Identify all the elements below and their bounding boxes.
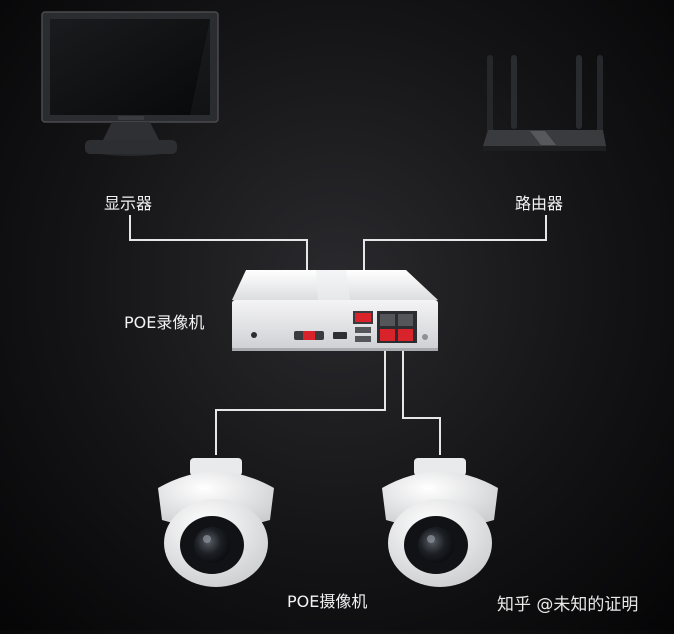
monitor-label: 显示器: [104, 194, 153, 213]
nvr-label: POE录像机: [124, 313, 205, 332]
cameras-label: POE摄像机: [287, 592, 368, 611]
camera-left-icon: [158, 458, 274, 587]
nvr-to-camera-right-line: [402, 343, 441, 455]
monitor-icon: [41, 11, 219, 156]
router-icon: [483, 55, 606, 151]
camera-right-icon: [382, 458, 498, 587]
watermark-text: 知乎 @未知的证明: [497, 595, 639, 615]
nvr-device-icon: [232, 270, 438, 351]
router-label: 路由器: [515, 194, 564, 213]
nvr-to-camera-left-line: [215, 343, 386, 455]
